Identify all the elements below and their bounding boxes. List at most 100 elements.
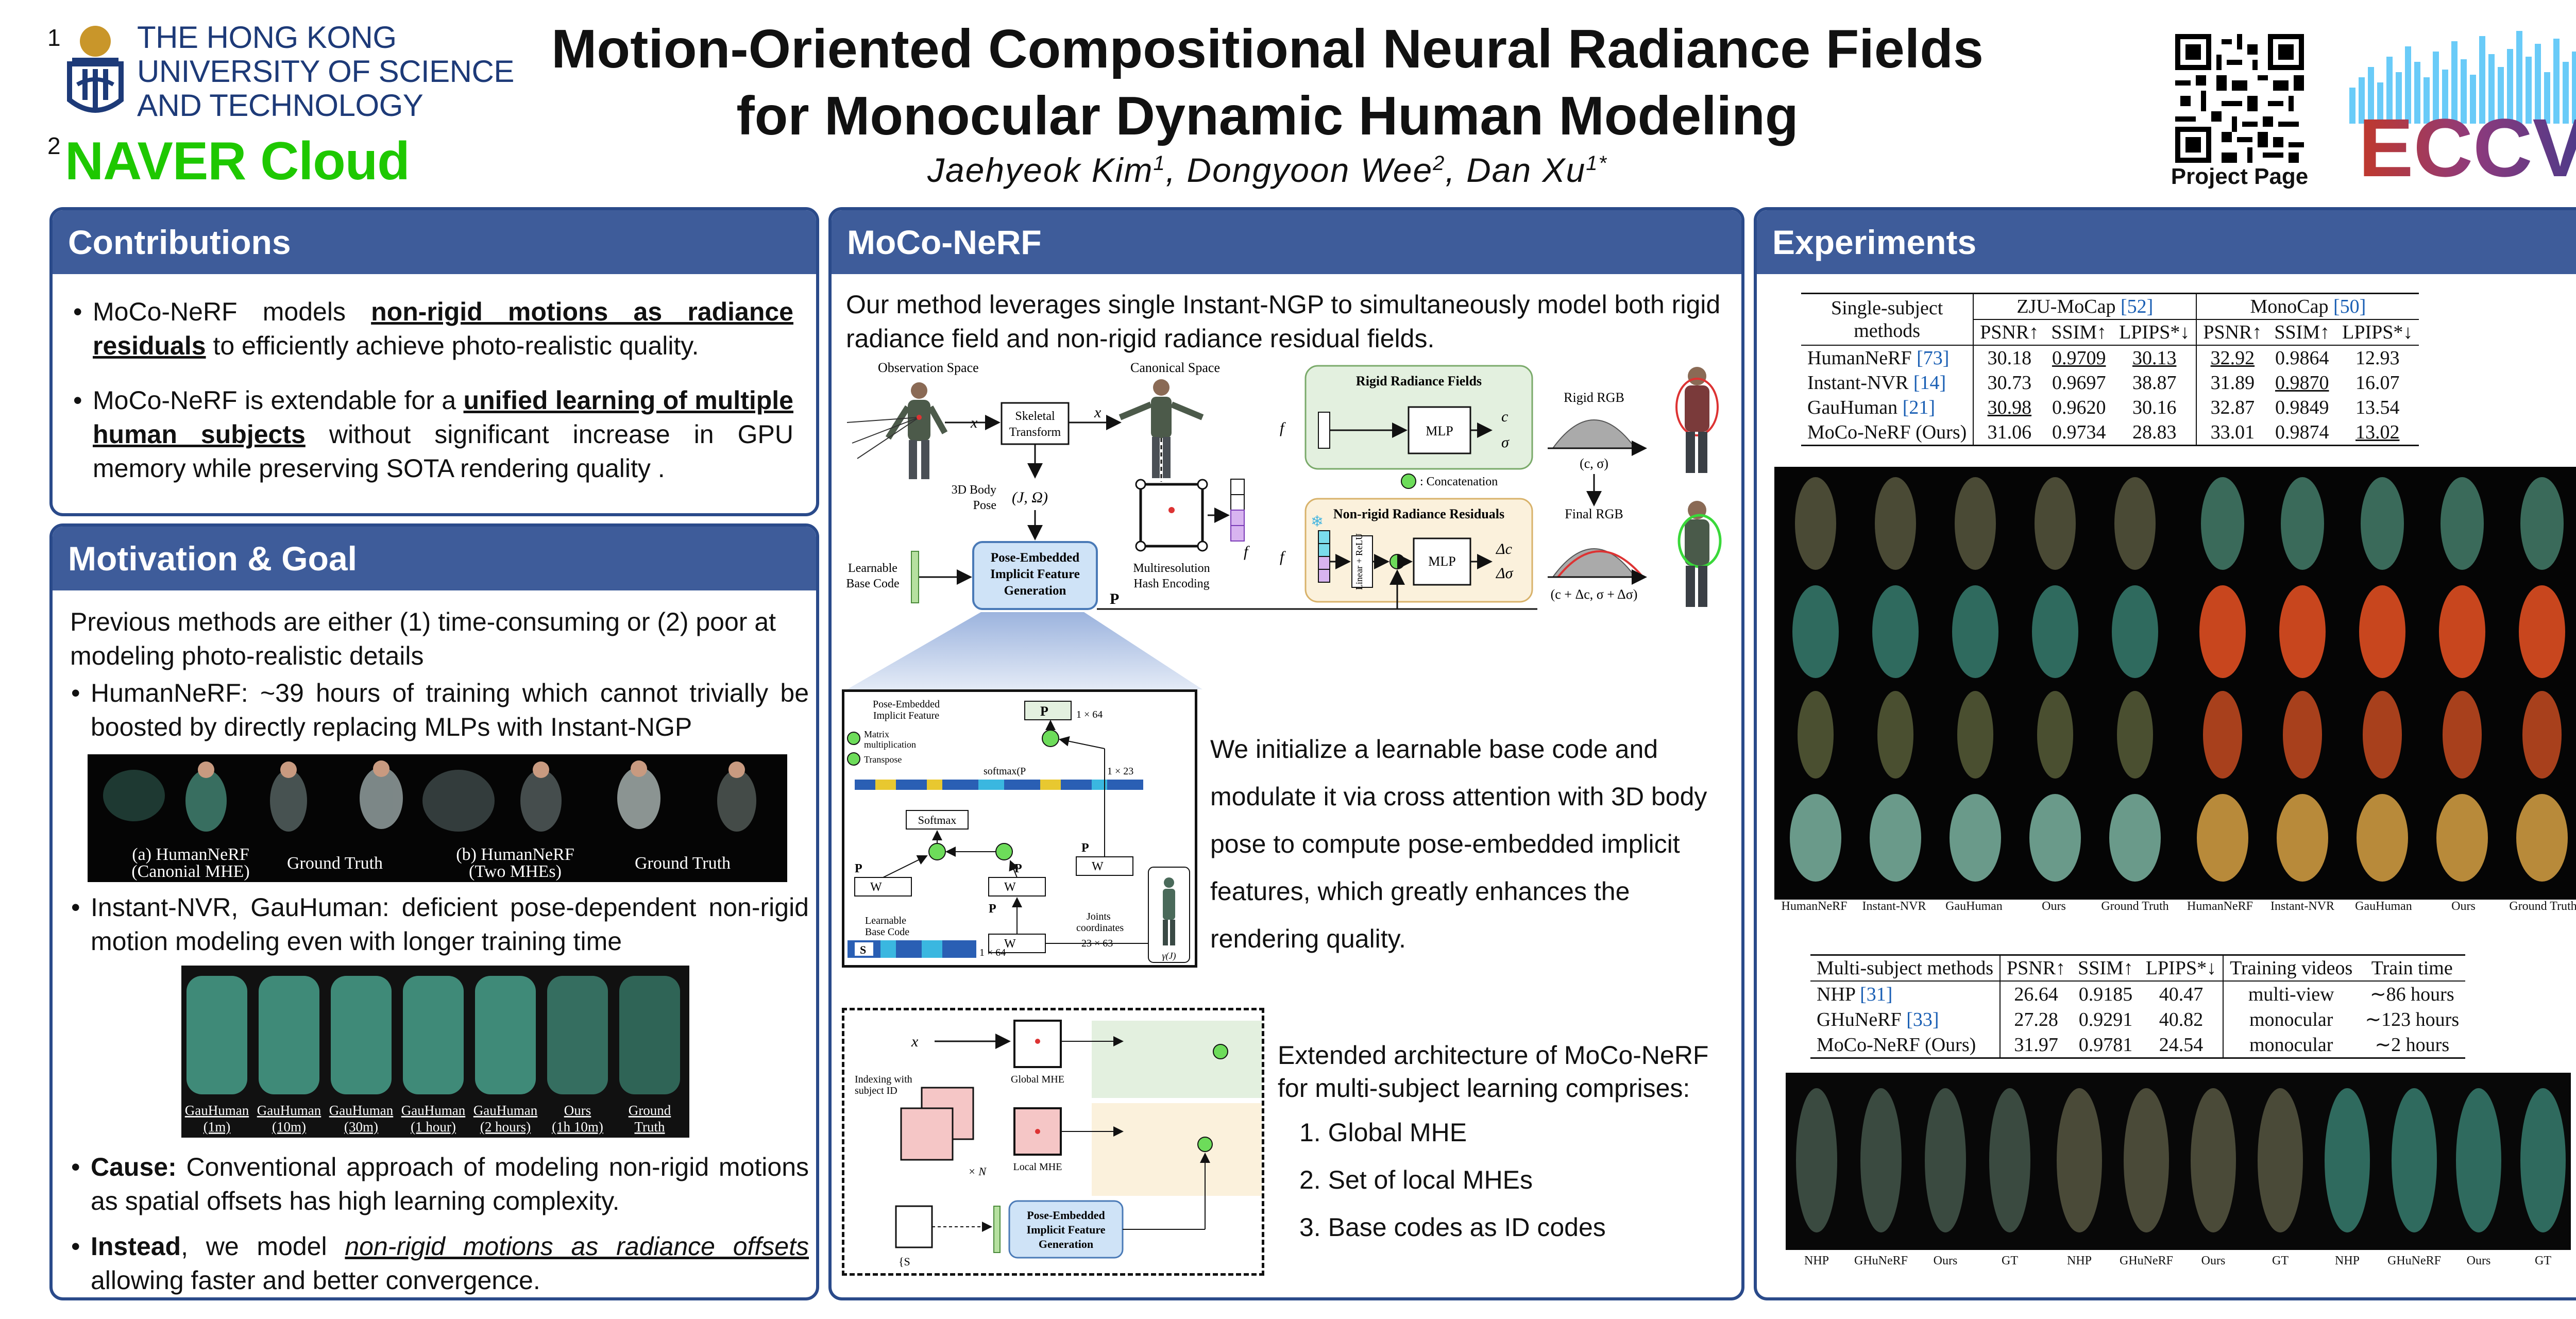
experiments-panel: Experiments Single-subject methods ZJU-M…: [1754, 207, 2576, 1300]
table-cell: 0.9870: [2275, 372, 2329, 394]
grid-row-1: [1795, 477, 2564, 570]
cause-text: Conventional approach of modeling non-ri…: [91, 1153, 809, 1215]
grid-caption: Ours: [2451, 900, 2476, 913]
strip-caption: GT: [2272, 1254, 2289, 1267]
attn-pq: P: [855, 862, 862, 875]
local-mhe-label: Local MHE: [1013, 1161, 1062, 1173]
rigid-sigma-symbol: σ: [1501, 434, 1510, 451]
table2-col: PSNR↑: [2007, 957, 2066, 979]
instead-tail: allowing faster and better convergence.: [91, 1266, 540, 1295]
table-cell-method: HumanNeRF [73]: [1801, 345, 1974, 370]
method-ref[interactable]: [21]: [1902, 397, 1935, 418]
concat-legend-icon: [1401, 474, 1416, 489]
table-cell: 0.9291: [2078, 1008, 2133, 1030]
humannerf-comparison-figure: (a) HumanNeRF (Canonial MHE) Ground Trut…: [88, 754, 787, 882]
multi-pe-label-3: Generation: [1039, 1238, 1093, 1250]
method-ref[interactable]: [14]: [1913, 372, 1946, 394]
table-row: Instant-NVR [14] 30.73 0.9697 38.87 31.8…: [1801, 370, 2419, 395]
experiments-title: Experiments: [1757, 210, 2576, 274]
table-cell: 12.93: [2355, 347, 2400, 369]
instead-label: Instead: [91, 1232, 181, 1261]
method-ref[interactable]: [73]: [1917, 347, 1950, 369]
table-cell: 33.01: [2210, 421, 2255, 443]
humannerf-caption-a-2: (Canonial MHE): [131, 862, 249, 881]
moconerf-panel: MoCo-NeRF Our method leverages single In…: [828, 207, 1744, 1300]
hkust-line-1: THE HONG KONG: [137, 20, 397, 55]
table1-header-methods-1: Single-subject: [1831, 297, 1943, 319]
hkust-name: THE HONG KONG UNIVERSITY OF SCIENCE AND …: [137, 21, 514, 123]
contributions-list: MoCo-NeRF models non-rigid motions as ra…: [53, 274, 816, 485]
author-affiliation: 2: [1433, 152, 1446, 175]
method-ref[interactable]: [31]: [1860, 983, 1893, 1005]
fx-h-symbol: f: [1280, 419, 1286, 436]
softmax-expression: softmax(P: [984, 766, 1026, 777]
multi-pe-label-1: Pose-Embedded: [1027, 1209, 1105, 1222]
strip-caption: GHuNeRF: [1854, 1254, 1908, 1267]
table-cell: 27.28: [2014, 1008, 2058, 1030]
extended-architecture-intro: Extended architecture of MoCo-NeRF for m…: [1278, 1041, 1709, 1103]
table1-header-methods: Single-subject methods: [1801, 293, 1974, 345]
project-page-label: Project Page: [2171, 164, 2309, 189]
paper-title: Motion-Oriented Compositional Neural Rad…: [515, 15, 2020, 149]
strip-caption-row: NHP GHuNeRF Ours GT NHP GHuNeRF Ours GT …: [1786, 1254, 2571, 1275]
contribution-1-tail: to efficiently achieve photo-realistic q…: [206, 331, 699, 360]
method-ref[interactable]: [33]: [1906, 1008, 1939, 1030]
gauhuman-caption-2-a: GauHuman: [257, 1103, 321, 1118]
multi-subject-table: Multi-subject methods PSNR↑ SSIM↑ LPIPS*…: [1810, 954, 2466, 1059]
transform-label: Transform: [1009, 426, 1061, 439]
table-cell: 13.02: [2355, 421, 2400, 443]
monocap-label: MonoCap: [2250, 296, 2329, 317]
gauhuman-progress-figure: GauHuman (1m) GauHuman (10m) GauHuman (3…: [181, 966, 689, 1138]
table-cell: 0.9849: [2275, 397, 2329, 418]
grid-caption: Ground Truth: [2509, 900, 2576, 913]
indexing-label-2: subject ID: [855, 1085, 897, 1096]
motivation-bullet-1-list: HumanNeRF: ~39 hours of training which c…: [62, 676, 809, 744]
contribution-item-1: MoCo-NeRF models non-rigid motions as ra…: [64, 295, 793, 363]
rigid-fields-label: Rigid Radiance Fields: [1356, 374, 1482, 388]
table2-col: LPIPS*↓: [2139, 955, 2224, 981]
table-cell: multi-view: [2248, 983, 2334, 1005]
nonrigid-feature-vector: [1318, 530, 1330, 583]
table1-col: LPIPS*↓: [2342, 322, 2413, 343]
transpose-legend-icon: [847, 752, 860, 766]
cause-label: Cause:: [91, 1153, 177, 1181]
attn-praw: P: [989, 902, 996, 916]
hkust-logo-icon: [67, 26, 124, 113]
naver-cloud-logo: NAVER Cloud: [65, 131, 410, 191]
zju-ref[interactable]: [52]: [2120, 296, 2154, 317]
joints-label-1: Joints: [1087, 911, 1111, 922]
title-line-2: for Monocular Dynamic Human Modeling: [736, 86, 1799, 146]
table1-col: SSIM↑: [2274, 322, 2330, 343]
table-cell: monocular: [2249, 1034, 2333, 1056]
hkust-line-3: AND TECHNOLOGY: [137, 88, 423, 123]
qr-code-icon[interactable]: [2175, 34, 2304, 163]
learnable-code-label-2: Base Code: [846, 577, 899, 590]
strip-caption: GT: [2535, 1254, 2551, 1267]
table-cell: 30.73: [1987, 372, 2032, 394]
learnable-code-bar: [911, 551, 919, 603]
gauhuman-caption-4-b: (1 hour): [411, 1119, 456, 1135]
table-cell: 0.9709: [2052, 347, 2106, 369]
table-cell: 0.9864: [2275, 347, 2329, 369]
si-symbol: {S: [899, 1255, 910, 1268]
multi-pe-label-2: Implicit Feature: [1027, 1223, 1106, 1236]
monocap-ref[interactable]: [50]: [2333, 296, 2366, 317]
matmul-label-1: Matrix: [864, 729, 889, 739]
times-n-label: × N: [968, 1165, 987, 1178]
base-code-label-1: Learnable: [865, 915, 906, 926]
table-cell: 31.97: [2014, 1034, 2058, 1056]
table-cell: 28.83: [2113, 420, 2197, 446]
canonical-space-label: Canonical Space: [1130, 360, 1220, 375]
attn-title-2: Implicit Feature: [873, 710, 939, 721]
table-cell: 31.89: [2210, 372, 2255, 394]
gauhuman-caption-5-a: GauHuman: [473, 1103, 538, 1118]
extended-item-3: 3. Base codes as ID codes: [1299, 1213, 1606, 1242]
table-row: HumanNeRF [73] 30.18 0.9709 30.13 32.92 …: [1801, 345, 2419, 370]
motivation-intro: Previous methods are either (1) time-con…: [70, 607, 776, 670]
final-rgb-curve: [1557, 550, 1644, 578]
humannerf-caption-a-1: (a) HumanNeRF: [132, 845, 249, 864]
table1-header-zju: ZJU-MoCap [52]: [1973, 293, 2197, 320]
multi-subject-qualitative-strip: [1786, 1073, 2571, 1250]
table-cell: 0.9697: [2052, 372, 2106, 394]
contributions-title: Contributions: [53, 210, 816, 274]
